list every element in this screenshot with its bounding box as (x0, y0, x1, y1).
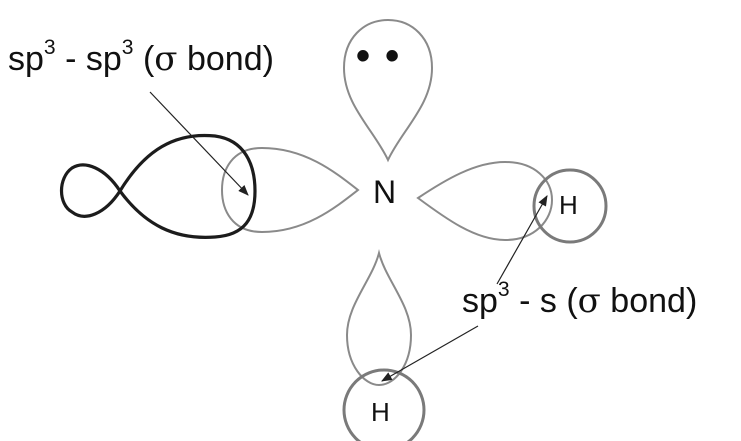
hydrogen-s-orbital-bottom (342, 368, 426, 441)
lone-pair-dots: • • (356, 34, 402, 78)
lone-pair-lobe (342, 18, 434, 163)
hydrogen-s-orbital-right (532, 168, 608, 244)
arrow-sp3-sp3 (149, 91, 249, 196)
hydrogen-label-right: H (559, 190, 578, 220)
sp3-sp3-bond-label: sp3 - sp3 (σ bond) (8, 36, 274, 79)
right-sp3-lobe (416, 160, 554, 242)
bottom-sp3-lobe (345, 249, 413, 387)
left-sp3-lobe (220, 146, 360, 234)
neighbor-sp3-hybrid (59, 133, 257, 239)
hydrogen-label-bottom: H (371, 397, 390, 427)
sp3-s-bond-label: sp3 - s (σ bond) (462, 278, 698, 321)
arrow-sp3-s-right (496, 195, 548, 285)
central-atom-label: N (373, 174, 397, 210)
arrow-sp3-s-bottom (381, 325, 479, 382)
